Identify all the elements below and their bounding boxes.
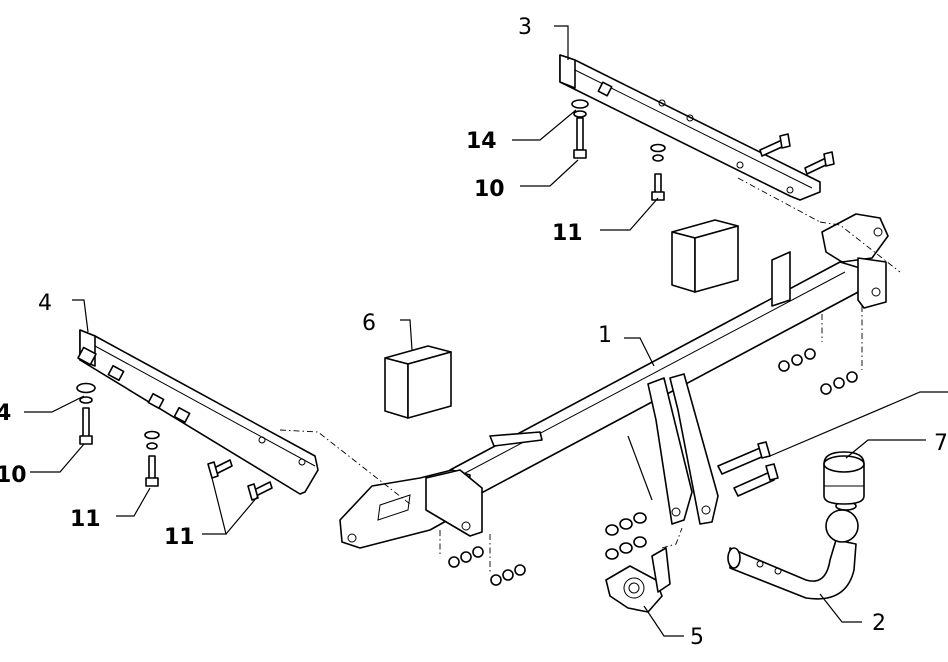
- leader-lines: [24, 25, 948, 637]
- rubber-block-6-left: [384, 345, 452, 419]
- nuts-right-mount: [778, 348, 858, 395]
- bracket-4: [77, 329, 319, 501]
- rubber-block-6-right: [671, 219, 739, 293]
- crossbar-1: [339, 213, 889, 549]
- callout-10-left: 10: [0, 463, 27, 488]
- callout-3: 3: [518, 15, 532, 40]
- bolt-11-left: [144, 430, 160, 487]
- bracket-3: [559, 54, 835, 201]
- callout-2: 2: [872, 611, 886, 636]
- callouts: 3 4 14 10 11 4 10 11 11 6 1 7 2 5: [0, 15, 948, 650]
- socket-plate-5: [605, 547, 671, 613]
- callout-7: 7: [934, 431, 948, 456]
- callout-11-left-b: 11: [164, 525, 195, 550]
- nuts-left-mount: [448, 546, 526, 586]
- callout-1: 1: [598, 323, 612, 348]
- callout-5: 5: [690, 625, 704, 650]
- callout-11-left-a: 11: [70, 507, 101, 532]
- bolt-11-right: [650, 143, 666, 201]
- long-bolts: [717, 441, 779, 497]
- callout-14-left: 4: [0, 401, 11, 426]
- bolt-10-right: [571, 99, 589, 159]
- callout-10-right: 10: [474, 177, 505, 202]
- callout-11-right: 11: [552, 221, 583, 246]
- callout-4: 4: [38, 291, 52, 316]
- callout-14-right: 14: [466, 129, 497, 154]
- ball-neck-2: [727, 501, 859, 600]
- ball-cap-7: [823, 451, 865, 505]
- assembly-guide-lines: [279, 177, 901, 574]
- callout-6: 6: [362, 311, 376, 336]
- nuts-hanger: [605, 512, 647, 560]
- bolt-10-left: [76, 382, 96, 445]
